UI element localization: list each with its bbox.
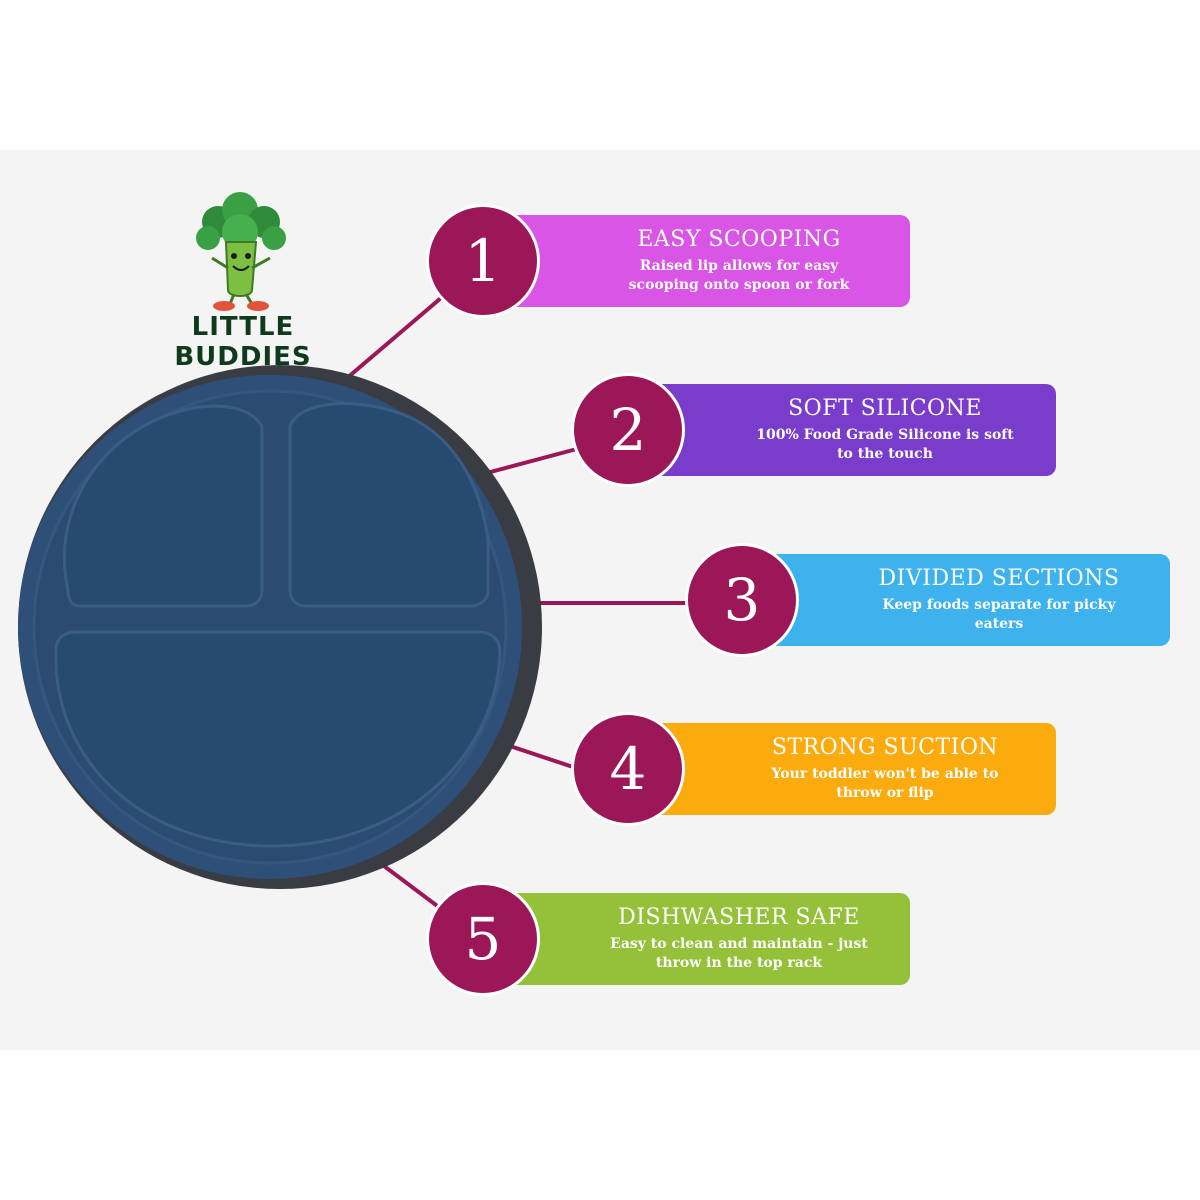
feature-description-line-1: Raised lip allows for easy — [639, 258, 839, 274]
feature-description-line-1: Your toddler won't be able to — [771, 766, 999, 782]
feature-title: STRONG SUCTION — [771, 735, 999, 760]
feature-description-line-2: to the touch — [837, 446, 933, 462]
feature-description-line-2: scooping onto spoon or fork — [628, 277, 850, 293]
feature-card-4: STRONG SUCTION Your toddler won't be abl… — [648, 723, 1056, 815]
broccoli-mascot-icon — [196, 192, 286, 311]
feature-number-badge-4: 4 — [571, 712, 685, 826]
feature-title: DIVIDED SECTIONS — [878, 566, 1120, 591]
feature-description-line-1: 100% Food Grade Silicone is soft — [756, 427, 1014, 443]
feature-description-line-2: throw in the top rack — [655, 955, 823, 971]
feature-card-2: SOFT SILICONE 100% Food Grade Silicone i… — [648, 384, 1056, 476]
feature-description-line-2: eaters — [974, 616, 1024, 632]
plate-image — [18, 365, 542, 889]
feature-card-3: DIVIDED SECTIONS Keep foods separate for… — [762, 554, 1170, 646]
connector-line-1 — [338, 290, 450, 386]
feature-number-badge-1: 1 — [426, 204, 540, 318]
feature-description-line-1: Keep foods separate for picky — [882, 597, 1116, 613]
feature-number-badge-5: 5 — [426, 882, 540, 996]
feature-description-line-1: Easy to clean and maintain - just — [610, 936, 868, 952]
feature-number-badge-3: 3 — [685, 543, 799, 657]
feature-number-badge-2: 2 — [571, 373, 685, 487]
feature-card-5: DISHWASHER SAFE Easy to clean and mainta… — [502, 893, 910, 985]
feature-card-1: EASY SCOOPING Raised lip allows for easy… — [502, 215, 910, 307]
feature-description-line-2: throw or flip — [836, 785, 934, 801]
brand-logo-text: LITTLE BUDDIES — [174, 312, 312, 372]
feature-title: DISHWASHER SAFE — [618, 905, 860, 930]
feature-title: SOFT SILICONE — [788, 396, 982, 421]
feature-title: EASY SCOOPING — [637, 227, 841, 252]
